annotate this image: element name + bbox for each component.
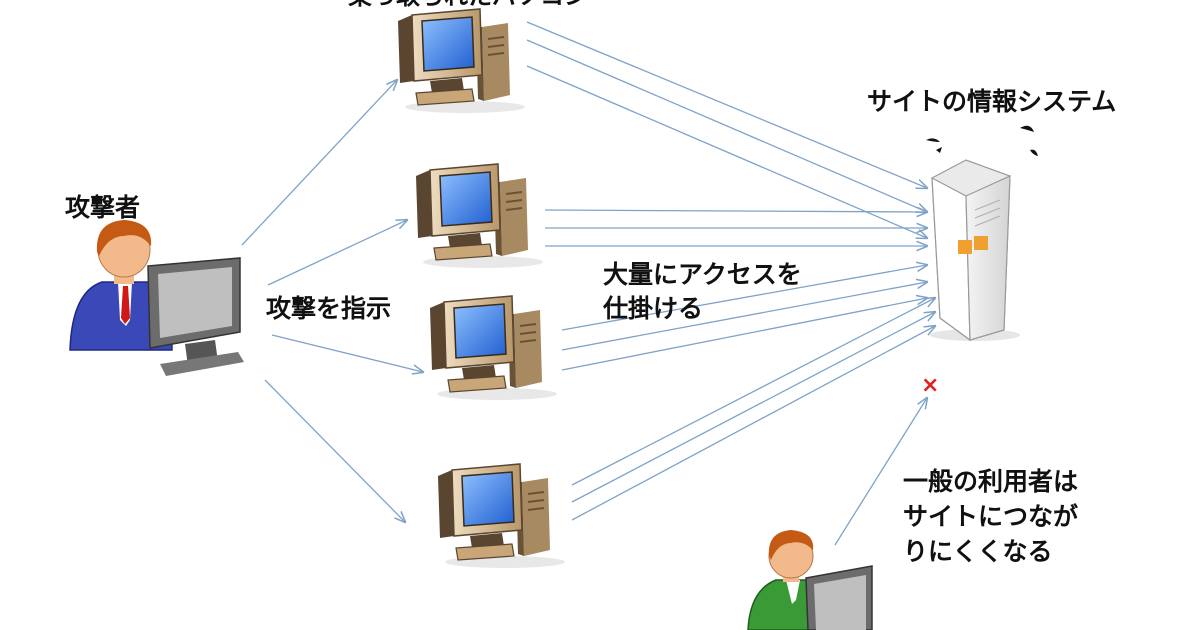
- arrow-to-pc3: [271, 334, 423, 372]
- user-label-line3: りにくくなる: [903, 537, 1053, 566]
- pc-icon: [437, 463, 566, 569]
- attack-arrow: [526, 39, 927, 212]
- hijacked-pcs-label: 乗っ取られたパソコン: [348, 0, 588, 10]
- mass-access-label-line1: 大量にアクセスを: [603, 260, 802, 289]
- user-label-line1: 一般の利用者は: [903, 467, 1078, 496]
- user-person-icon: [747, 530, 873, 630]
- attack-arrows: [526, 21, 935, 521]
- pc-icon: [397, 8, 526, 114]
- attack-arrow: [526, 65, 927, 238]
- attacker-person-icon: [69, 220, 244, 376]
- site-system-label: サイトの情報システム: [867, 87, 1116, 116]
- attack-arrow: [571, 298, 935, 486]
- pc-icon: [415, 163, 544, 269]
- attacker-label: 攻撃者: [65, 193, 140, 222]
- attack-arrow: [571, 326, 935, 521]
- arrow-to-pc2: [267, 220, 407, 286]
- attack-arrow: [526, 21, 927, 188]
- blocked-mark: ×: [921, 373, 939, 398]
- attack-arrow: [561, 265, 927, 331]
- arrow-to-pc4: [264, 379, 405, 522]
- instruction-arrows: [241, 80, 423, 522]
- server-icon: [930, 159, 1020, 342]
- sweat-icon: [926, 125, 1038, 156]
- arrow-to-pc1: [241, 80, 397, 246]
- attack-arrow: [571, 312, 935, 503]
- attack-arrow: [561, 298, 927, 371]
- attack-arrow: [561, 282, 927, 351]
- mass-access-label-line2: 仕掛ける: [602, 294, 703, 323]
- attack-arrow: [544, 210, 927, 212]
- pc-icon: [429, 295, 558, 401]
- user-access-arrow: [834, 398, 927, 546]
- user-label-line2: サイトにつなが: [903, 502, 1078, 531]
- instruct-attack-label: 攻撃を指示: [266, 294, 391, 323]
